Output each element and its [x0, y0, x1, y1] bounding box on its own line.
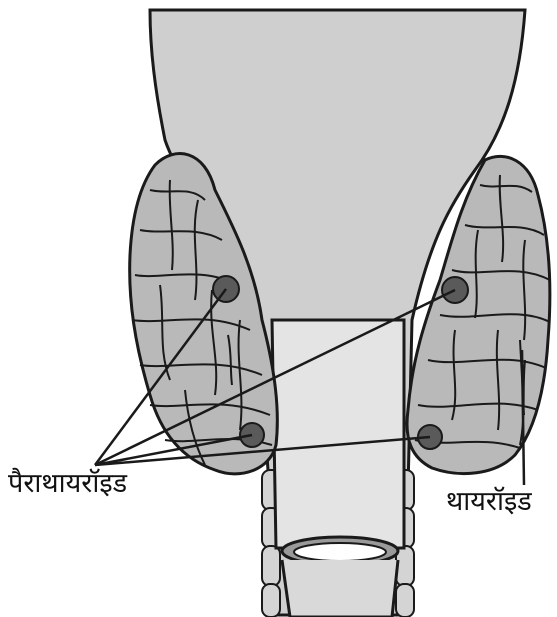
parathyroid-label: पैराथायरॉइड — [8, 470, 127, 497]
trachea-lower — [282, 560, 398, 617]
trachea-opening-inner — [294, 543, 386, 561]
thyroid-label: थायरॉइड — [446, 488, 532, 515]
trachea — [272, 320, 404, 548]
